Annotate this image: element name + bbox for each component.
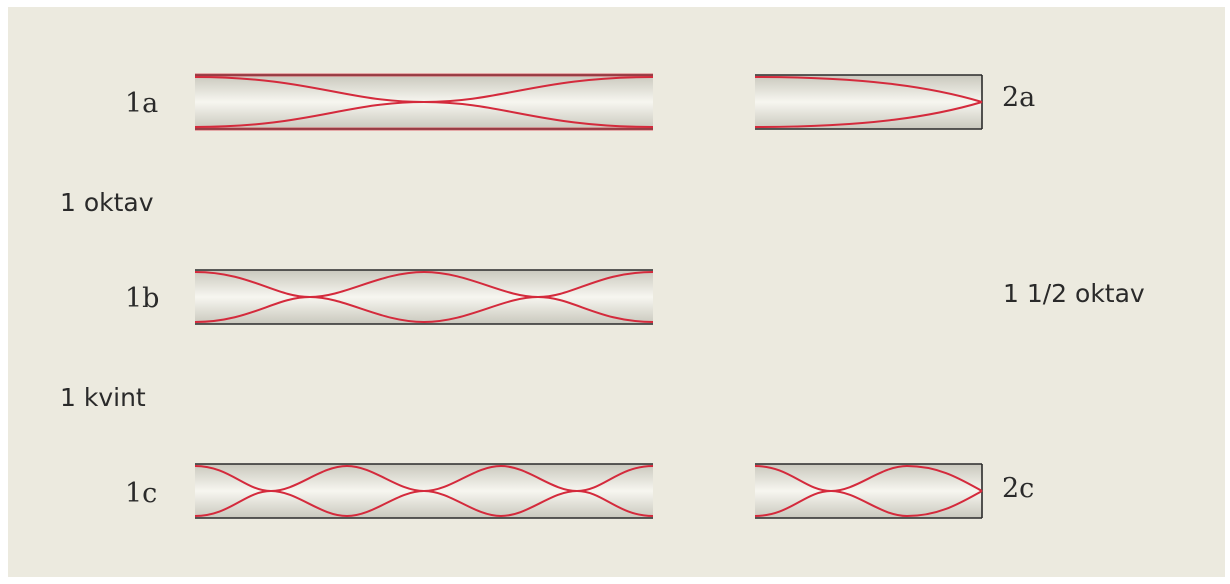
pipe-1a	[194, 73, 654, 131]
standing-wave-curve	[754, 101, 983, 128]
label-1a: 1a	[125, 88, 158, 119]
interval-octave: 1 oktav	[60, 188, 154, 217]
pipe-1c	[194, 463, 654, 519]
standing-wave-curve	[194, 489, 654, 518]
label-1b: 1b	[125, 283, 159, 314]
label-1c: 1c	[125, 478, 157, 509]
standing-wave-curve	[754, 76, 983, 103]
standing-wave-curve	[194, 270, 654, 299]
label-2c: 2c	[1002, 473, 1034, 504]
label-2a: 2a	[1002, 82, 1035, 113]
pipe-2a	[754, 74, 983, 130]
standing-wave-curve	[754, 489, 983, 518]
pipe-1b	[194, 269, 654, 325]
interval-octave-and-half: 1 1/2 oktav	[1003, 279, 1145, 308]
standing-wave-curve	[194, 76, 654, 128]
interval-fifth: 1 kvint	[60, 383, 146, 412]
pipe-2c	[754, 463, 983, 519]
standing-wave-curve	[194, 295, 654, 324]
standing-wave-curve	[754, 464, 983, 493]
